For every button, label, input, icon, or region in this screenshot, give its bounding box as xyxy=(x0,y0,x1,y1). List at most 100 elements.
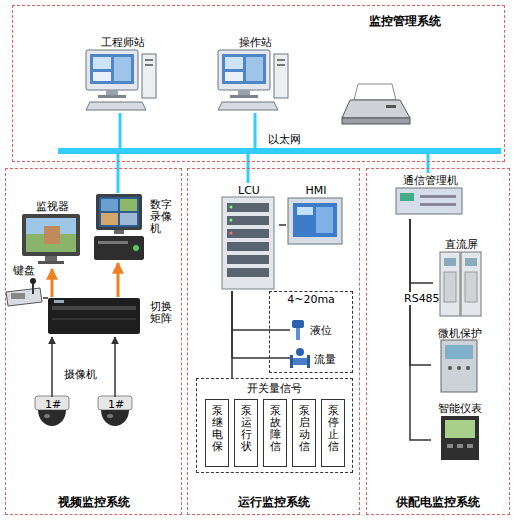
region-panel: LCU HMI 液位流量4~20ma 泵继电保 泵运行状 泵故障信 泵启动信 泵停止信 开关量信… xyxy=(187,168,360,515)
connector-line xyxy=(43,297,48,299)
keyboard-icon xyxy=(6,278,42,306)
signal-box: 泵继电保 xyxy=(205,399,229,467)
recorder-icon xyxy=(98,241,128,244)
node-label: 泵继电保 xyxy=(212,405,223,453)
cabinet-icon xyxy=(230,219,233,222)
node-label: 直流屏 xyxy=(445,238,478,251)
camera-icon xyxy=(101,410,129,426)
cabinet-icon xyxy=(227,229,269,238)
node-label: 以太网 xyxy=(268,133,301,146)
group-label: 摄像机 xyxy=(64,368,97,381)
cabinet-icon xyxy=(230,232,233,235)
printer-icon xyxy=(342,118,410,124)
recorder-icon xyxy=(96,194,142,230)
connector-line xyxy=(410,219,431,440)
hmi-icon xyxy=(316,207,333,233)
matrix-icon xyxy=(52,306,136,310)
sensor-icon xyxy=(296,348,304,356)
smart-meter: 智能仪表 xyxy=(431,401,489,465)
workstation: 操作站 xyxy=(215,35,295,113)
sensor-icon xyxy=(290,355,293,368)
hmi-icon xyxy=(297,207,313,215)
monitor-icon xyxy=(22,214,80,264)
node-label: 泵停止信 xyxy=(328,405,339,453)
analog-group: 液位流量4~20ma xyxy=(269,291,353,373)
connector-line xyxy=(117,154,120,193)
cabinet-icon xyxy=(227,203,269,212)
printer-icon xyxy=(354,84,396,100)
node-label: 液位 xyxy=(310,324,332,337)
region-panel: 监视器数字录像机键盘切换矩阵1#1#视频监控系统 xyxy=(5,168,182,515)
monitor-icon xyxy=(22,214,80,256)
computer-icon xyxy=(86,50,156,110)
device-icon xyxy=(420,195,456,198)
cabinet-icon xyxy=(222,197,274,289)
recorder-icon xyxy=(120,213,137,225)
device-icon xyxy=(457,444,463,448)
node-label: HMI xyxy=(305,184,326,197)
sensor-icon xyxy=(292,320,304,328)
video-recorder: 数字录像机 xyxy=(92,193,174,263)
bus-label: RS485 xyxy=(404,292,415,305)
node-label: 通信管理机 xyxy=(403,174,458,187)
node-label: 开关量信号 xyxy=(247,382,302,395)
signal-box: 泵故障信 xyxy=(263,399,287,467)
monitor-icon xyxy=(45,256,57,261)
dc-panel: 直流屏 xyxy=(433,237,489,319)
signal-box: 泵启动信 xyxy=(292,399,316,467)
signal-box: 泵运行状 xyxy=(234,399,258,467)
connector-line xyxy=(232,291,290,358)
device-icon xyxy=(461,252,481,316)
connector-line xyxy=(410,219,433,283)
connector-line xyxy=(119,113,122,148)
recorder-icon xyxy=(120,199,137,211)
node-label: 1# xyxy=(108,398,124,411)
monitor-icon xyxy=(44,226,60,244)
cabinet-icon xyxy=(227,242,269,251)
hmi-icon xyxy=(293,203,337,237)
device-icon xyxy=(444,272,456,302)
node-label: 泵启动信 xyxy=(299,405,310,453)
node-label: 操作站 xyxy=(239,36,272,49)
device-icon xyxy=(441,340,477,392)
node-label: 智能仪表 xyxy=(438,402,482,415)
connector-line xyxy=(231,291,233,378)
region-panel: 工程师站操作站以太网监控管理系统 xyxy=(12,5,505,162)
matrix-icon xyxy=(52,318,136,320)
switch-matrix: 切换矩阵 xyxy=(48,297,174,337)
level-sensor: 液位 xyxy=(290,320,348,344)
connector-line xyxy=(427,154,430,173)
recorder-icon xyxy=(114,230,124,234)
recorder-icon xyxy=(94,194,144,260)
node-label: 1# xyxy=(45,398,61,411)
sensor-icon xyxy=(296,328,300,340)
keyboard-icon xyxy=(6,288,42,306)
camera-icon xyxy=(38,410,66,426)
node-label: LCU xyxy=(238,184,260,197)
device-icon xyxy=(396,188,462,214)
node-label: 泵故障信 xyxy=(270,405,281,453)
node-label: 泵运行状 xyxy=(241,405,252,453)
camera: 1# xyxy=(36,397,70,431)
lcu-cabinet: LCU xyxy=(219,183,279,291)
recorder-icon xyxy=(94,236,144,260)
sensor-icon xyxy=(290,320,310,368)
keyboard-icon xyxy=(11,293,25,299)
device-icon xyxy=(400,193,414,201)
region-panel: 通信管理机直流屏微机保护智能仪表供配电监控系统 xyxy=(366,168,510,515)
device-icon xyxy=(457,366,461,370)
connector-line xyxy=(117,263,120,297)
device-icon xyxy=(447,444,453,448)
device-icon xyxy=(444,258,456,266)
connector-line xyxy=(51,337,53,397)
connector-line xyxy=(114,337,116,397)
keyboard-icon xyxy=(30,278,36,284)
device-icon xyxy=(440,252,460,316)
node-label: 运行监控系统 xyxy=(238,495,310,509)
monitor-icon xyxy=(26,218,76,252)
cabinet-icon xyxy=(227,268,269,277)
sensor-icon xyxy=(307,355,310,368)
device-icon xyxy=(467,444,473,448)
node-label: 视频监控系统 xyxy=(58,495,130,509)
node-label: 键盘 xyxy=(13,264,35,277)
